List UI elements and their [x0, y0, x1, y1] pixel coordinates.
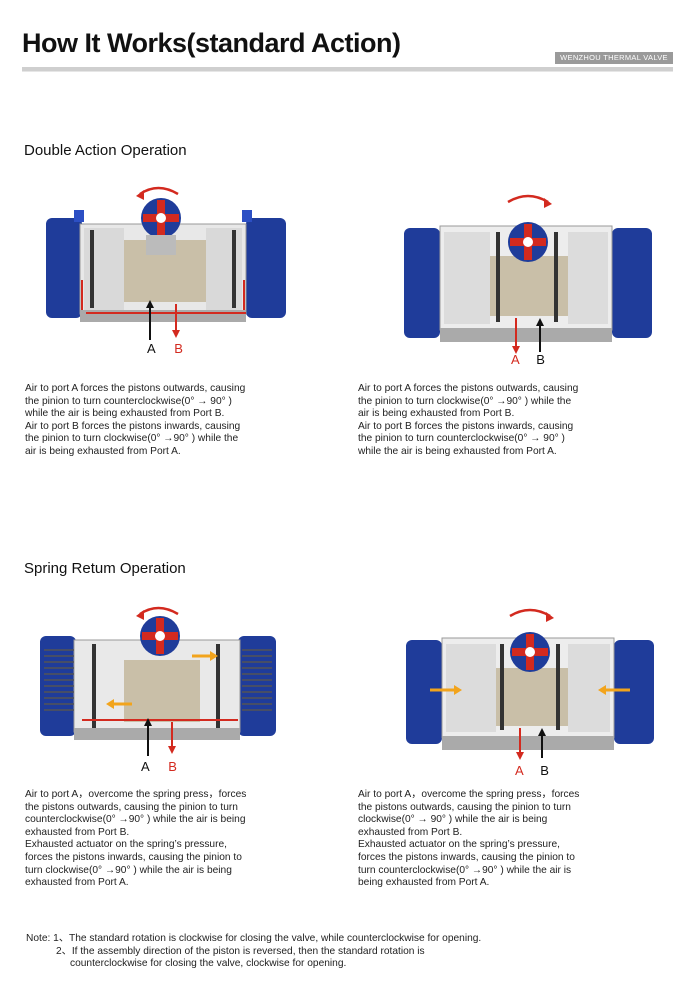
text-line: being exhausted from Port A. — [358, 877, 490, 889]
spring-return-cw-diagram — [406, 606, 656, 762]
port-labels: A B — [515, 763, 549, 778]
port-labels: A B — [147, 341, 183, 356]
spring-return-right-description: Air to port A，overcome the spring press，… — [358, 789, 634, 890]
text-line: exhausted from Port B. — [25, 826, 130, 838]
text-line: clockwise(0° → 90° ) while the air is be… — [358, 814, 548, 826]
text-line: the pinion to turn counterclockwise(0° →… — [358, 433, 565, 445]
spring-right — [242, 649, 272, 711]
note-line-2: 2、If the assembly direction of the pisto… — [56, 945, 425, 957]
text-line: while the air is being exhausted from Po… — [358, 445, 557, 457]
text-line: Exhausted actuator on the spring’s press… — [25, 839, 227, 851]
text-line: counterclockwise(0° →90° ) while the air… — [25, 814, 246, 826]
note-line-1: Note: 1、The standard rotation is clockwi… — [26, 933, 482, 944]
double-action-ccw-diagram — [46, 180, 286, 340]
text-line: the pinion to turn clockwise(0° →90° ) w… — [25, 433, 239, 445]
text-line: Air to port A，overcome the spring press，… — [358, 789, 580, 800]
text-line: while the air is being exhausted from Po… — [25, 408, 225, 420]
spring-return-title: Spring Retum Operation — [24, 560, 186, 577]
port-b-label: B — [536, 352, 545, 367]
page-title: How It Works(standard Action) — [22, 28, 401, 58]
port-b-label: B — [168, 759, 177, 774]
text-line: Air to port B forces the pistons inwards… — [358, 420, 574, 432]
text-line: Air to port A forces the pistons outward… — [25, 383, 246, 394]
spring-return-ccw-diagram — [40, 600, 280, 756]
spring-left — [44, 649, 74, 711]
double-action-right-description: Air to port A forces the pistons outward… — [358, 383, 634, 459]
port-b-label: B — [174, 341, 183, 356]
text-line: the pinion to turn clockwise(0° →90° ) w… — [358, 395, 572, 407]
rotation-arrow-icon — [509, 608, 551, 618]
end-cap-left — [46, 218, 82, 318]
port-a-label: A — [515, 763, 523, 778]
rotation-arrow-icon — [139, 606, 179, 616]
text-line: Exhausted actuator on the spring’s press… — [358, 839, 560, 851]
header-rule-thin — [22, 71, 673, 72]
port-b-label: B — [540, 763, 549, 778]
text-line: the pinion to turn counterclockwise(0° →… — [25, 395, 232, 407]
notes-section: Note: 1、The standard rotation is clockwi… — [26, 933, 481, 971]
port-a-label: A — [511, 352, 519, 367]
text-line: forces the pistons inwards, causing the … — [25, 851, 242, 863]
text-line: forces the pistons inwards, causing the … — [358, 851, 575, 863]
header-rule — [22, 67, 673, 71]
text-line: Air to port A forces the pistons outward… — [358, 383, 579, 394]
text-line: Air to port B forces the pistons inwards… — [25, 420, 241, 432]
text-line: air is being exhausted from Port A. — [25, 445, 181, 457]
text-line: air is being exhausted from Port B. — [358, 408, 515, 420]
end-cap-right — [612, 228, 652, 338]
end-cap-right — [614, 640, 654, 744]
text-line: exhausted from Port A. — [25, 877, 129, 889]
text-line: turn clockwise(0° →90° ) while the air i… — [25, 864, 232, 876]
port-labels: A B — [511, 352, 545, 367]
text-line: the pistons outwards, causing the pinion… — [25, 801, 238, 813]
rotation-arrow-icon — [139, 186, 179, 196]
double-action-cw-diagram — [404, 192, 654, 354]
rotation-arrow-icon — [507, 194, 549, 204]
note-line-3: counterclockwise for closing the valve, … — [70, 958, 347, 970]
port-a-label: A — [141, 759, 149, 774]
brand-label: WENZHOU THERMAL VALVE — [555, 52, 673, 64]
double-action-title: Double Action Operation — [24, 142, 187, 159]
end-cap-left — [404, 228, 440, 338]
spring-return-left-description: Air to port A，overcome the spring press，… — [25, 789, 301, 890]
double-action-left-description: Air to port A forces the pistons outward… — [25, 383, 301, 459]
port-a-label: A — [147, 341, 155, 356]
text-line: turn counterclockwise(0° →90° ) while th… — [358, 864, 572, 876]
end-cap-left — [406, 640, 442, 744]
text-line: exhausted from Port B. — [358, 826, 463, 838]
text-line: Air to port A，overcome the spring press，… — [25, 789, 247, 800]
text-line: the pistons outwards, causing the pinion… — [358, 801, 571, 813]
port-labels: A B — [141, 759, 177, 774]
end-cap-right — [246, 218, 286, 318]
